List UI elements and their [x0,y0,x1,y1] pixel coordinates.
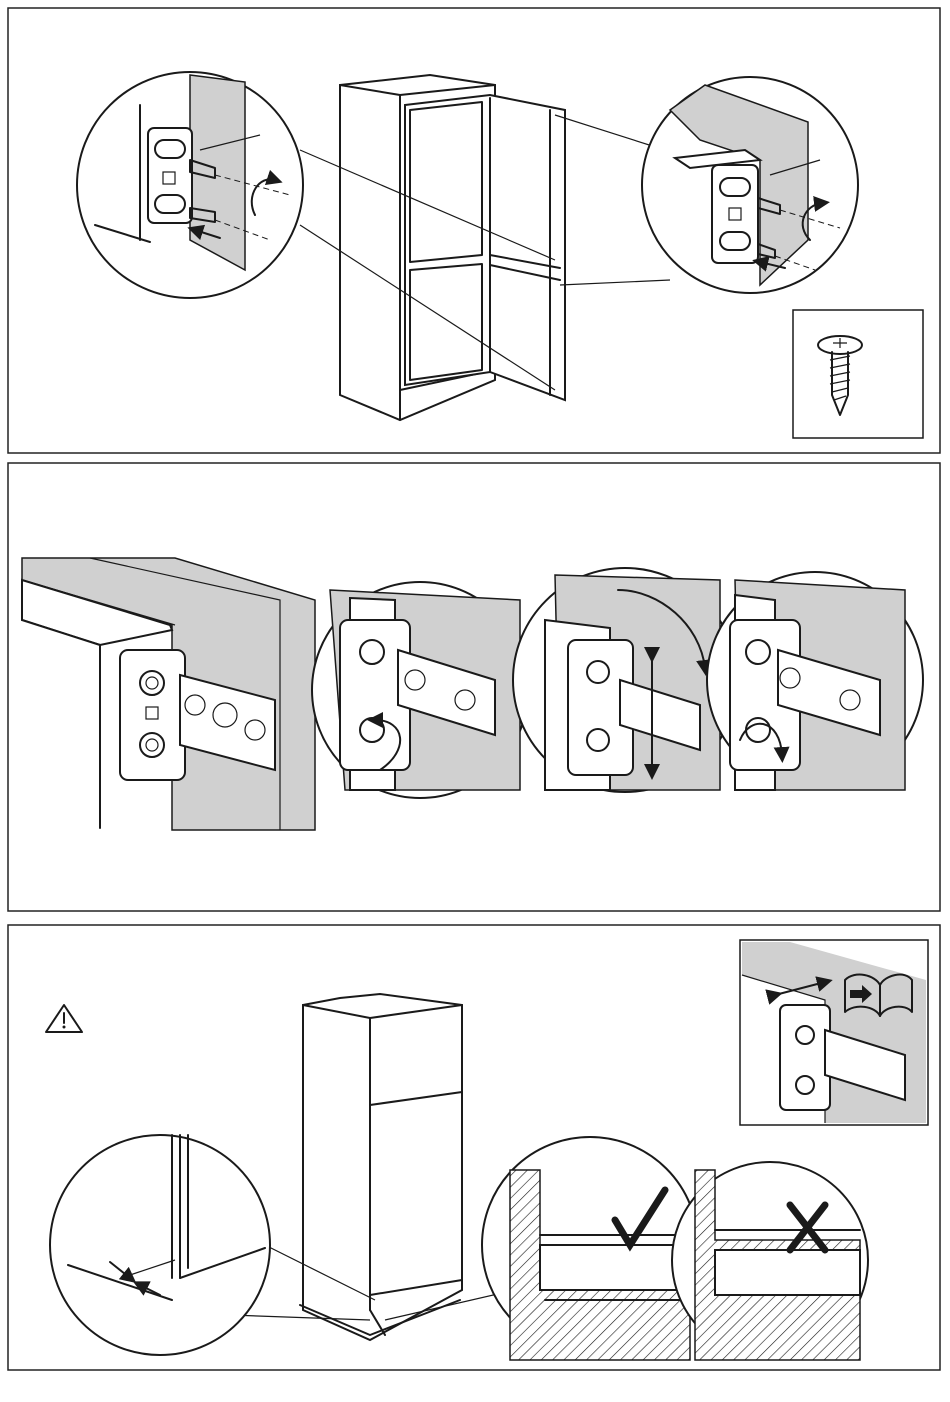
cross-circle [672,1162,868,1360]
zoom-circle-2 [513,568,737,792]
magnifier-circle-right [642,77,858,293]
gap-detail-circle [50,1135,270,1355]
manual-reference-inset [740,940,928,1125]
screw-icon [793,310,923,438]
check-circle [482,1137,698,1360]
panel-1 [8,8,940,453]
hinge-plate [120,650,185,780]
zoom-circle-1 [312,582,528,798]
magnifier-circle-left [77,72,303,298]
zoom-circle-3 [707,572,923,790]
panel-3 [8,925,940,1370]
panel-2 [8,463,940,911]
